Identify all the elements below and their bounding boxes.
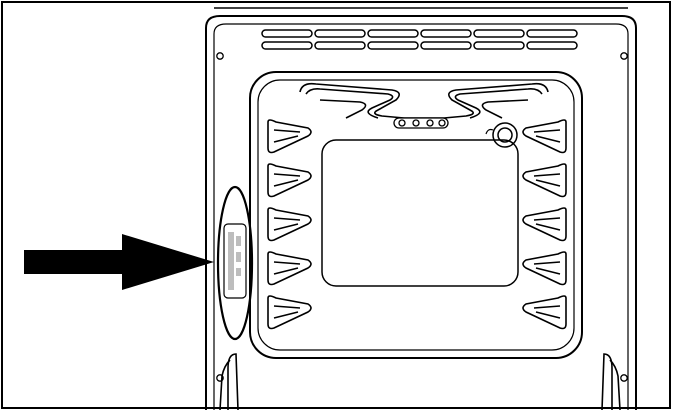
rack-guide [522, 119, 567, 154]
rack-guide [267, 251, 312, 286]
rack-guide [267, 207, 312, 242]
vent-slot [420, 41, 472, 50]
rack-guide [522, 251, 567, 286]
vent-slot [473, 29, 525, 38]
screw-icon [620, 52, 628, 60]
vent-slot [314, 41, 366, 50]
oven-light-icon [492, 122, 518, 148]
vent-slot [420, 29, 472, 38]
screw-icon [620, 374, 628, 382]
rack-guides-right [522, 119, 567, 330]
serial-label-plate [223, 223, 247, 299]
vent-slot [526, 29, 578, 38]
vent-slot [261, 29, 313, 38]
vent-slot [473, 41, 525, 50]
rack-guides-left [267, 119, 312, 330]
rack-guide [267, 163, 312, 198]
vent-slot [526, 41, 578, 50]
cavity-back-panel [321, 139, 519, 287]
rack-guide [522, 163, 567, 198]
broil-element [299, 82, 549, 119]
frame-screws [216, 52, 628, 382]
screw-icon [216, 52, 224, 60]
rack-guide [267, 119, 312, 154]
rack-guide [522, 207, 567, 242]
element-terminals [393, 117, 449, 129]
screw-icon [216, 374, 224, 382]
oven-light [485, 122, 518, 148]
highlight-ellipse [216, 185, 254, 341]
rack-guide [267, 295, 312, 330]
vent-slot [261, 41, 313, 50]
oven-cavity [249, 71, 583, 359]
vent-slot [367, 41, 419, 50]
top-vent-slots [261, 29, 578, 50]
door-hinges [219, 353, 621, 410]
arrow-right-icon [24, 234, 214, 290]
rack-guide [522, 295, 567, 330]
vent-slot [314, 29, 366, 38]
vent-slot [367, 29, 419, 38]
oven-front-frame [205, 7, 637, 410]
